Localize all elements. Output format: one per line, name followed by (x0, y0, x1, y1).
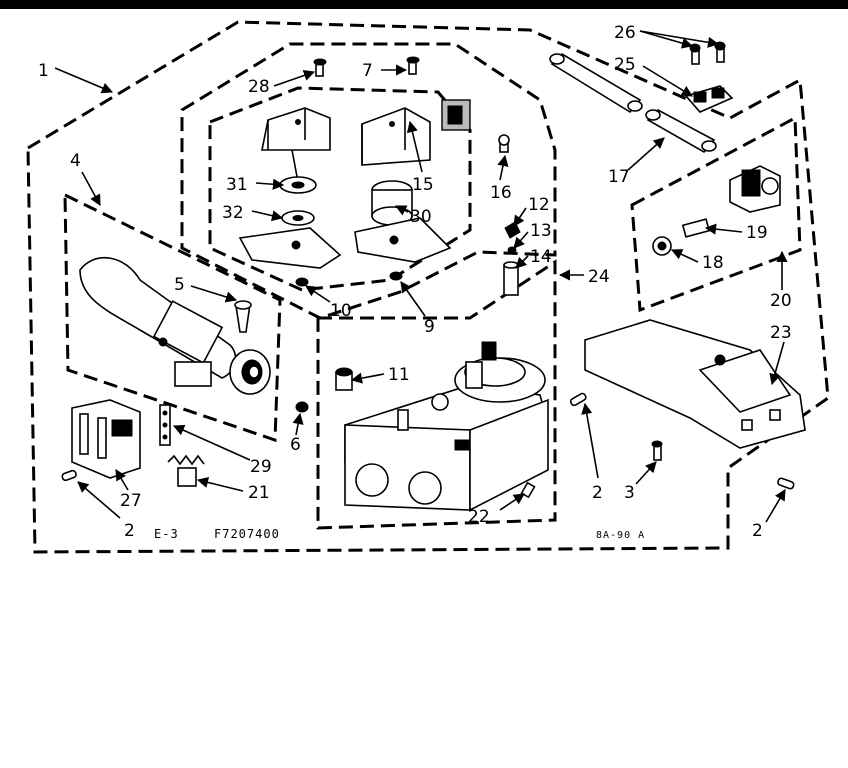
callout-7: 7 (362, 61, 373, 81)
plate-29 (159, 404, 171, 446)
screw-5 (234, 300, 252, 333)
solenoid-left-part (238, 107, 342, 269)
callout-4: 4 (70, 151, 81, 171)
nut-18 (652, 236, 672, 256)
fitting-19 (681, 218, 711, 238)
solenoid-right-part (354, 99, 471, 263)
clip-25 (684, 85, 734, 113)
pin-2c (777, 477, 795, 490)
callout-25: 25 (614, 55, 636, 75)
fitting-12-13-14 (503, 221, 521, 296)
callout-13: 13 (530, 221, 552, 241)
callout-17: 17 (608, 167, 630, 187)
callout-9: 9 (424, 317, 435, 337)
callout-27: 27 (120, 491, 142, 511)
valve-assembly-20 (729, 165, 781, 213)
assembly-boundary-valve (630, 115, 802, 313)
spring-21 (167, 454, 205, 487)
assembly-boundary-block (316, 259, 557, 530)
pin-2b (569, 392, 587, 407)
callout-2-pin-bracket: 2 (124, 521, 135, 541)
screw-7 (406, 56, 420, 75)
screw-16 (498, 134, 510, 153)
assembly-boundary-solenoids-inner (208, 86, 472, 292)
callout-10: 10 (330, 301, 352, 321)
callout-2-bracket-right: 2 (752, 521, 763, 541)
screws-26 (689, 41, 726, 65)
footer-left-code: E-3 (154, 527, 179, 541)
callout-22: 22 (468, 507, 490, 527)
nut-10 (295, 277, 309, 287)
callout-31: 31 (226, 175, 248, 195)
callout-28: 28 (248, 77, 270, 97)
pressure-regulator-part (454, 341, 546, 403)
valve-block-part (344, 384, 549, 512)
callout-24: 24 (588, 267, 610, 287)
callout-32: 32 (222, 203, 244, 223)
callout-26: 26 (614, 23, 636, 43)
callout-30: 30 (410, 207, 432, 227)
callout-23: 23 (770, 323, 792, 343)
footer-right-code: 8A-90 A (596, 530, 645, 541)
screw-28 (313, 58, 327, 77)
screw-3 (651, 440, 663, 461)
callout-18: 18 (702, 253, 724, 273)
footer-part-number: F7207400 (214, 527, 280, 541)
assembly-boundary-handle (63, 192, 282, 443)
callout-20: 20 (770, 291, 792, 311)
fitting-11 (335, 367, 353, 391)
assembly-boundary-outer (26, 20, 830, 554)
leader-arrows (54, 30, 788, 523)
bracket-23 (584, 319, 806, 449)
callout-15: 15 (412, 175, 434, 195)
assembly-boundary-solenoids (180, 42, 557, 320)
callout-29: 29 (250, 457, 272, 477)
top-border-bar (0, 0, 848, 9)
callout-21: 21 (248, 483, 270, 503)
pin-2a (61, 469, 77, 482)
callout-1: 1 (38, 61, 49, 81)
callout-16: 16 (490, 183, 512, 203)
tube-17-upper (549, 52, 643, 114)
callout-5: 5 (174, 275, 185, 295)
handle-assembly-part (79, 256, 271, 395)
callout-12: 12 (528, 195, 550, 215)
tube-17-lower (645, 109, 717, 154)
callout-11: 11 (388, 365, 410, 385)
callout-3: 3 (624, 483, 635, 503)
callout-2-bracket-left: 2 (592, 483, 603, 503)
callout-19: 19 (746, 223, 768, 243)
callout-6: 6 (290, 435, 301, 455)
nut-9 (389, 271, 403, 281)
washer-6 (295, 401, 309, 413)
bracket-27 (71, 399, 141, 479)
callout-14: 14 (530, 247, 552, 267)
